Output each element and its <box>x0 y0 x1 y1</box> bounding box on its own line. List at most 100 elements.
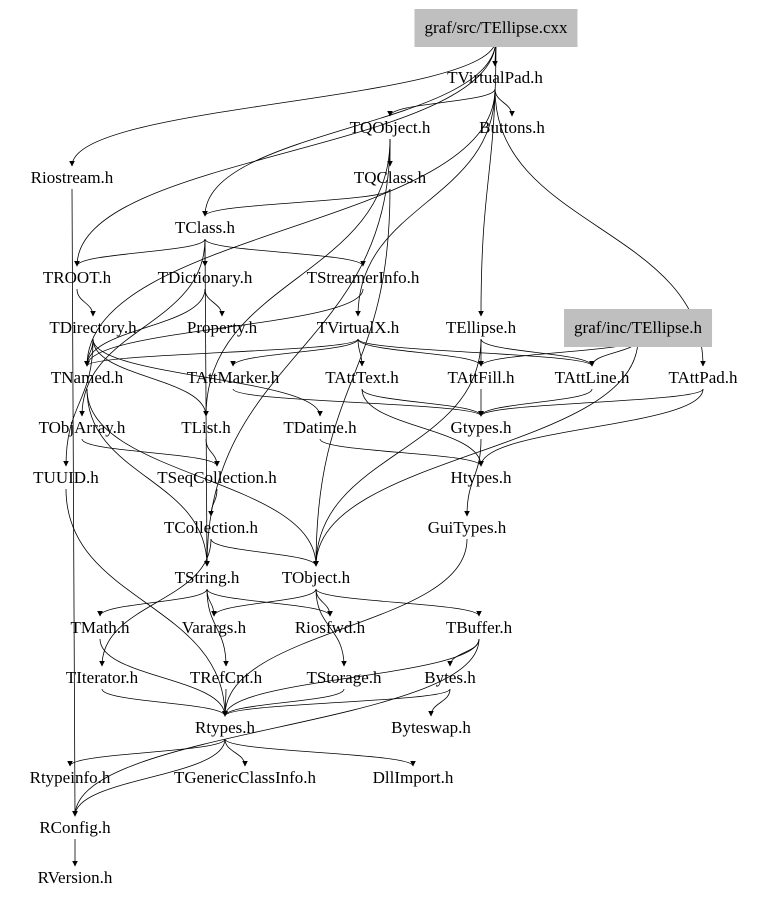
edge-cxx-to-tclass <box>202 38 497 217</box>
graph-node-buttons[interactable]: Buttons.h <box>479 118 545 137</box>
graph-node-tmath[interactable]: TMath.h <box>70 618 130 637</box>
edge-gtypes-to-guitypes <box>464 438 482 517</box>
graph-node-rversion[interactable]: RVersion.h <box>37 868 113 887</box>
edge-tdatime-to-htypes <box>319 438 484 467</box>
edge-tclass-to-tstring <box>204 238 210 567</box>
edge-tvirtualpad-to-buttons <box>494 88 515 117</box>
edge-rtypes-to-dllimport <box>224 738 416 767</box>
graph-node-cxx[interactable]: graf/src/TEllipse.cxx <box>414 9 578 47</box>
graph-node-tattline[interactable]: TAttLine.h <box>554 368 630 387</box>
graph-node-tobject[interactable]: TObject.h <box>281 568 351 587</box>
edge-tstring-to-riosfwd <box>206 588 333 617</box>
graph-node-inctellipse[interactable]: graf/inc/TEllipse.h <box>564 309 712 347</box>
graph-node-tdictionary[interactable]: TDictionary.h <box>157 268 253 287</box>
edge-bytes-to-byteswap <box>428 688 451 717</box>
edge-bytes-to-rtypes <box>222 688 451 717</box>
edge-rtypes-to-tgenericclassinfo <box>224 738 248 767</box>
graph-node-tattfill[interactable]: TAttFill.h <box>447 368 515 387</box>
edge-tvirtualx-to-tattfill <box>357 338 484 367</box>
edge-rtypes-to-rconfig <box>72 738 226 817</box>
edge-tobjarray-to-tseqcollection <box>81 438 220 467</box>
graph-node-tseqcollection[interactable]: TSeqCollection.h <box>157 468 277 487</box>
edge-cxx-to-riostream <box>69 38 497 167</box>
edge-tdictionary-to-property <box>204 288 225 317</box>
graph-node-tclass[interactable]: TClass.h <box>175 218 235 237</box>
graph-node-bytes[interactable]: Bytes.h <box>424 668 476 687</box>
edge-tdirectory-to-tlist <box>92 338 209 417</box>
graph-node-tdirectory[interactable]: TDirectory.h <box>49 318 137 337</box>
edge-inctellipse-to-tobject <box>313 338 639 567</box>
graph-node-dllimport[interactable]: DllImport.h <box>372 768 454 787</box>
edge-tclass-to-tstreamerinfo <box>204 238 366 267</box>
edge-tclass-to-tobjarray <box>79 238 206 417</box>
edge-tatttext-to-gtypes <box>361 388 484 417</box>
edge-tattline-to-gtypes <box>478 388 593 417</box>
graph-node-troot[interactable]: TROOT.h <box>42 268 112 287</box>
edge-tobject-to-tstorage <box>315 588 347 667</box>
edge-tstring-to-trefcnt <box>206 588 229 667</box>
graph-node-tdatime[interactable]: TDatime.h <box>283 418 357 437</box>
edge-tqobject-to-tlist <box>203 138 391 417</box>
edge-tvirtualx-to-tattline <box>357 338 595 367</box>
edge-rtypes-to-rtypeinfo <box>67 738 226 767</box>
graph-node-guitypes[interactable]: GuiTypes.h <box>427 518 507 537</box>
graph-node-tgenericclassinfo[interactable]: TGenericClassInfo.h <box>173 768 317 787</box>
edge-tlist-to-tseqcollection <box>205 438 220 467</box>
graph-node-rconfig[interactable]: RConfig.h <box>39 818 111 837</box>
edge-tbuffer-to-rconfig <box>72 638 480 817</box>
graph-node-tuuid[interactable]: TUUID.h <box>33 468 99 487</box>
edge-tvirtualx-to-tatttext <box>357 338 365 367</box>
graph-node-titerator[interactable]: TIterator.h <box>65 668 139 687</box>
edge-tstorage-to-rtypes <box>222 688 345 717</box>
edge-tclass-to-troot <box>74 238 206 267</box>
edge-tvirtualpad-to-tqobject <box>387 88 496 117</box>
graph-node-tattpad[interactable]: TAttPad.h <box>668 368 738 387</box>
graph-node-byteswap[interactable]: Byteswap.h <box>391 718 471 737</box>
edge-tellipseh-to-tattline <box>480 338 595 367</box>
edge-tcollection-to-tobject <box>210 538 319 567</box>
graph-node-rtypeinfo[interactable]: Rtypeinfo.h <box>29 768 111 787</box>
edge-cxx-to-tellipseh <box>478 38 497 317</box>
graph-node-tatttext[interactable]: TAttText.h <box>325 368 399 387</box>
graph-node-tattmarker[interactable]: TAttMarker.h <box>186 368 280 387</box>
graph-node-htypes[interactable]: Htypes.h <box>450 468 512 487</box>
graph-node-tbuffer[interactable]: TBuffer.h <box>445 618 513 637</box>
graph-node-gtypes[interactable]: Gtypes.h <box>450 418 512 437</box>
edge-tqclass-to-tclass <box>202 188 391 217</box>
graph-node-riosfwd[interactable]: Riosfwd.h <box>294 618 366 637</box>
graph-node-rtypes[interactable]: Rtypes.h <box>195 718 255 737</box>
graph-node-riostream[interactable]: Riostream.h <box>30 168 114 187</box>
edge-tdirectory-to-tuuid <box>63 338 94 467</box>
graph-node-tlist[interactable]: TList.h <box>181 418 231 437</box>
graph-node-property[interactable]: Property.h <box>186 318 258 337</box>
graph-node-trefcnt[interactable]: TRefCnt.h <box>189 668 263 687</box>
graph-node-tqclass[interactable]: TQClass.h <box>353 168 427 187</box>
edge-tobject-to-tbuffer <box>315 588 482 617</box>
graph-node-tnamed[interactable]: TNamed.h <box>50 368 124 387</box>
graph-node-tstreamerinfo[interactable]: TStreamerInfo.h <box>306 268 420 287</box>
edge-tatttext-to-htypes <box>361 388 484 467</box>
graph-node-tstorage[interactable]: TStorage.h <box>306 668 382 687</box>
edge-troot-to-tdirectory <box>76 288 96 317</box>
edge-tqclass-to-tobject <box>313 188 391 567</box>
edge-riostream-to-rconfig <box>71 188 78 817</box>
graph-node-varargs[interactable]: Varargs.h <box>181 618 247 637</box>
edge-tuuid-to-rtypes <box>65 488 228 717</box>
edge-tobject-to-riosfwd <box>315 588 333 617</box>
edge-tstreamerinfo-to-tnamed <box>84 288 364 367</box>
graph-node-tstring[interactable]: TString.h <box>174 568 240 587</box>
graph-node-tvirtualx[interactable]: TVirtualX.h <box>316 318 400 337</box>
graph-node-tqobject[interactable]: TQObject.h <box>349 118 431 137</box>
edge-tvirtualpad-to-tnamed <box>84 88 496 367</box>
graph-node-tcollection[interactable]: TCollection.h <box>164 518 258 537</box>
edge-tobject-to-varargs <box>211 588 317 617</box>
graph-node-tellipseh[interactable]: TEllipse.h <box>445 318 517 337</box>
edge-tvirtualx-to-tnamed <box>84 338 359 367</box>
edge-guitypes-to-rtypes <box>222 538 468 717</box>
edge-titerator-to-rtypes <box>101 688 228 717</box>
edge-tvirtualpad-to-tvirtualx <box>355 88 496 317</box>
graph-node-tobjarray[interactable]: TObjArray.h <box>38 418 126 437</box>
graph-node-tvirtualpad[interactable]: TVirtualPad.h <box>447 68 543 87</box>
